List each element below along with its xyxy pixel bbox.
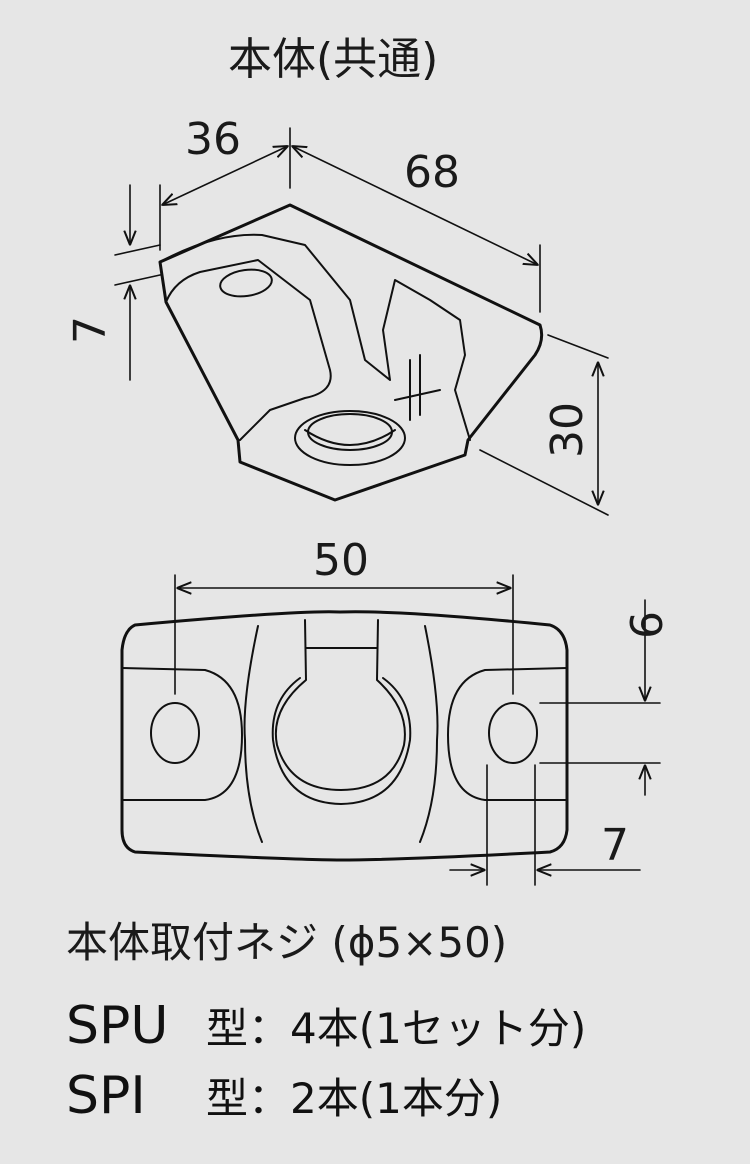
- model-spec: 型：4本(1セット分): [206, 1004, 587, 1053]
- dim-7-iso-label: 7: [65, 316, 116, 344]
- dim-50-label: 50: [313, 535, 369, 586]
- model-spec: 型：2本(1本分): [206, 1074, 503, 1123]
- front-view: [120, 610, 569, 862]
- front-dimensions: [174, 574, 661, 886]
- model-name: SPI: [66, 1066, 146, 1126]
- screw-spec: 本体取付ネジ (ϕ5×50): [66, 918, 508, 967]
- dim-9-label: 9: [619, 611, 670, 639]
- isometric-dimensions: [114, 127, 609, 516]
- dim-7-front-label: 7: [601, 820, 629, 871]
- dim-36-label: 36: [185, 114, 241, 165]
- isometric-view: [158, 203, 544, 502]
- dim-68-label: 68: [404, 147, 460, 198]
- model-name: SPU: [66, 996, 169, 1056]
- diagram-title: 本体(共通): [228, 34, 439, 85]
- dim-30-label: 30: [542, 402, 593, 458]
